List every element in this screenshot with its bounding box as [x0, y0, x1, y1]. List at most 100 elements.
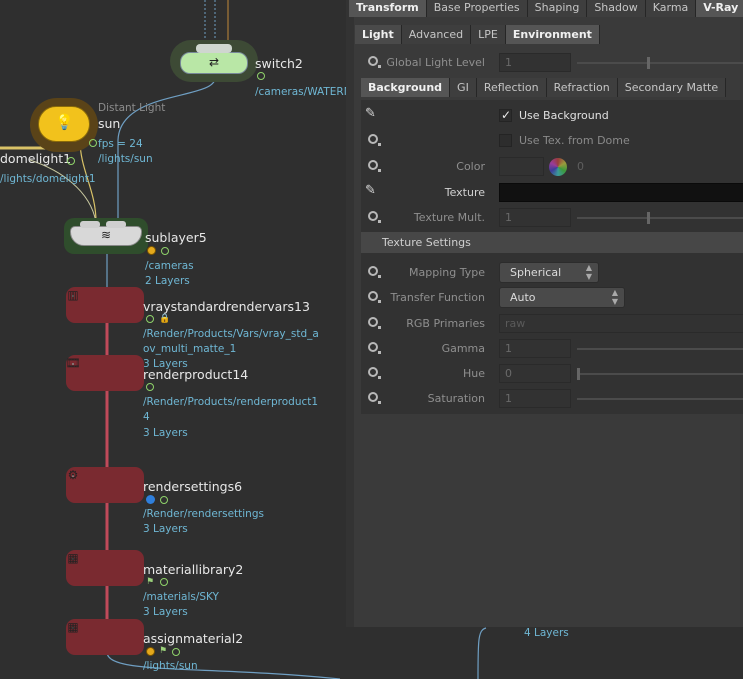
gear-icon[interactable]	[368, 392, 381, 404]
domelight1-label: domelight1	[0, 151, 72, 166]
render-vars-icon: ▥	[67, 288, 79, 302]
saturation-slider[interactable]	[577, 398, 743, 400]
tab-light[interactable]: Light	[355, 25, 402, 44]
rendervars-node-body[interactable]: ▥	[67, 288, 78, 302]
color-row: Color 0	[355, 155, 743, 179]
texture-mult-field[interactable]: 1	[499, 208, 571, 227]
rendervars13-path-1: /Render/Products/Vars/vray_std_a	[143, 328, 319, 340]
mapping-type-dropdown[interactable]: Spherical▲▼	[499, 262, 599, 283]
gamma-row: Gamma 1	[355, 337, 743, 361]
gear-icon[interactable]	[368, 367, 381, 379]
global-light-level-slider-handle[interactable]	[647, 57, 650, 69]
sublayer5-status-badge	[161, 247, 169, 255]
renderproduct-node-body[interactable]: 🎞	[65, 356, 80, 370]
texture-mult-row: Texture Mult. 1	[355, 206, 743, 230]
tab-background[interactable]: Background	[361, 78, 451, 97]
gamma-slider[interactable]	[577, 348, 743, 350]
checkmark-icon: ✓	[501, 108, 512, 122]
texture-field[interactable]	[499, 183, 743, 202]
tab-shadow[interactable]: Shadow	[587, 0, 646, 17]
color-wheel-icon[interactable]	[549, 158, 567, 176]
rendersettings-node-body[interactable]: ⚙	[68, 468, 79, 482]
tab-shaping[interactable]: Shaping	[527, 0, 588, 17]
environment-tab-bar: Background GI Reflection Refraction Seco…	[361, 78, 727, 97]
texture-row: ✎ Texture	[355, 181, 743, 205]
transfer-function-value: Auto	[510, 291, 536, 304]
use-background-checkbox[interactable]: ✓	[499, 108, 512, 122]
saturation-row: Saturation 1	[355, 387, 743, 411]
hue-slider[interactable]	[577, 368, 743, 380]
renderproduct14-path-1: /Render/Products/renderproduct1	[143, 396, 319, 408]
texture-settings-header[interactable]: Texture Settings	[361, 232, 743, 253]
tab-environment[interactable]: Environment	[505, 25, 600, 44]
sublayer-input-2[interactable]	[106, 221, 126, 228]
materiallibrary-node-body[interactable]: ▦	[67, 551, 78, 565]
transfer-function-dropdown[interactable]: Auto▲▼	[499, 287, 625, 308]
renderproduct14-status-badge	[146, 383, 154, 391]
hue-slider-handle[interactable]	[577, 368, 580, 380]
tab-secondary-matte[interactable]: Secondary Matte	[617, 78, 727, 97]
tab-advanced[interactable]: Advanced	[401, 25, 472, 44]
switch-input-tab[interactable]	[196, 44, 232, 53]
rendersettings6-label: rendersettings6	[143, 479, 243, 494]
layers-icon: ≋	[100, 228, 112, 242]
sublayer5-label: sublayer5	[145, 230, 207, 245]
tab-transform[interactable]: Transform	[349, 0, 427, 17]
sun-status-badge	[89, 139, 97, 147]
transfer-function-row: Transfer Function Auto▲▼	[355, 286, 743, 310]
sublayer-input-1[interactable]	[80, 221, 100, 228]
tab-base-properties[interactable]: Base Properties	[426, 0, 528, 17]
use-tex-dome-checkbox[interactable]	[499, 134, 512, 147]
gear-icon[interactable]	[368, 160, 381, 172]
renderproduct-node-frame	[66, 355, 144, 391]
tab-gi[interactable]: GI	[450, 78, 477, 97]
global-light-level-field[interactable]: 1	[499, 53, 571, 72]
lock-icon: 🔒	[159, 314, 171, 324]
rendervars13-label: vraystandardrendervars13	[143, 299, 310, 314]
saturation-field[interactable]: 1	[499, 389, 571, 408]
gear-icon[interactable]	[368, 56, 381, 68]
gear-icon[interactable]	[368, 266, 381, 278]
hue-row: Hue 0	[355, 362, 743, 386]
use-tex-dome-label: Use Tex. from Dome	[519, 134, 630, 147]
pencil-icon[interactable]: ✎	[365, 106, 376, 121]
rgb-primaries-field[interactable]: raw	[499, 314, 743, 333]
tab-lpe[interactable]: LPE	[471, 25, 506, 44]
rgb-primaries-label: RGB Primaries	[406, 317, 485, 330]
texture-mult-slider-handle[interactable]	[647, 212, 650, 224]
global-light-level-label: Global Light Level	[386, 56, 485, 69]
materiallibrary-node-frame	[66, 550, 144, 586]
wire-bottom-out	[106, 651, 341, 679]
use-background-row: ✎ ✓ Use Background	[355, 104, 743, 128]
sun-node-body[interactable]: 💡	[38, 106, 90, 142]
color-swatch[interactable]	[499, 157, 544, 176]
switch2-status-badge	[257, 72, 265, 80]
assign-material-icon: ▦	[67, 620, 79, 634]
gear-icon[interactable]	[368, 342, 381, 354]
dropdown-arrows-icon: ▲▼	[585, 263, 592, 281]
tab-karma[interactable]: Karma	[645, 0, 697, 17]
gear-icon[interactable]	[368, 317, 381, 329]
gear-icon[interactable]	[368, 134, 381, 146]
texture-mult-slider[interactable]	[577, 212, 743, 224]
rendervars13-status-badge	[146, 315, 154, 323]
lightbulb-icon: 💡	[55, 113, 74, 131]
assignmaterial2-label: assignmaterial2	[143, 631, 244, 646]
tab-reflection[interactable]: Reflection	[476, 78, 547, 97]
mapping-type-row: Mapping Type Spherical▲▼	[355, 261, 743, 285]
pencil-icon[interactable]: ✎	[365, 183, 376, 198]
hue-field[interactable]: 0	[499, 364, 571, 383]
switch-node-body[interactable]: ⇄	[180, 52, 248, 74]
sublayer-node-body[interactable]: ≋	[70, 226, 142, 246]
materiallibrary2-path: /materials/SKY	[143, 591, 219, 603]
gamma-field[interactable]: 1	[499, 339, 571, 358]
tab-vray[interactable]: V-Ray	[696, 0, 743, 17]
global-light-level-slider[interactable]	[577, 57, 743, 69]
gear-icon[interactable]	[368, 291, 381, 303]
sublayer5-warning-icon	[147, 246, 156, 255]
tab-refraction[interactable]: Refraction	[546, 78, 618, 97]
main-tab-bar: Transform Base Properties Shaping Shadow…	[349, 0, 743, 17]
gear-icon[interactable]	[368, 211, 381, 223]
assignmaterial-node-body[interactable]: ▦	[67, 620, 78, 634]
panel-resize-strip[interactable]	[346, 0, 354, 627]
